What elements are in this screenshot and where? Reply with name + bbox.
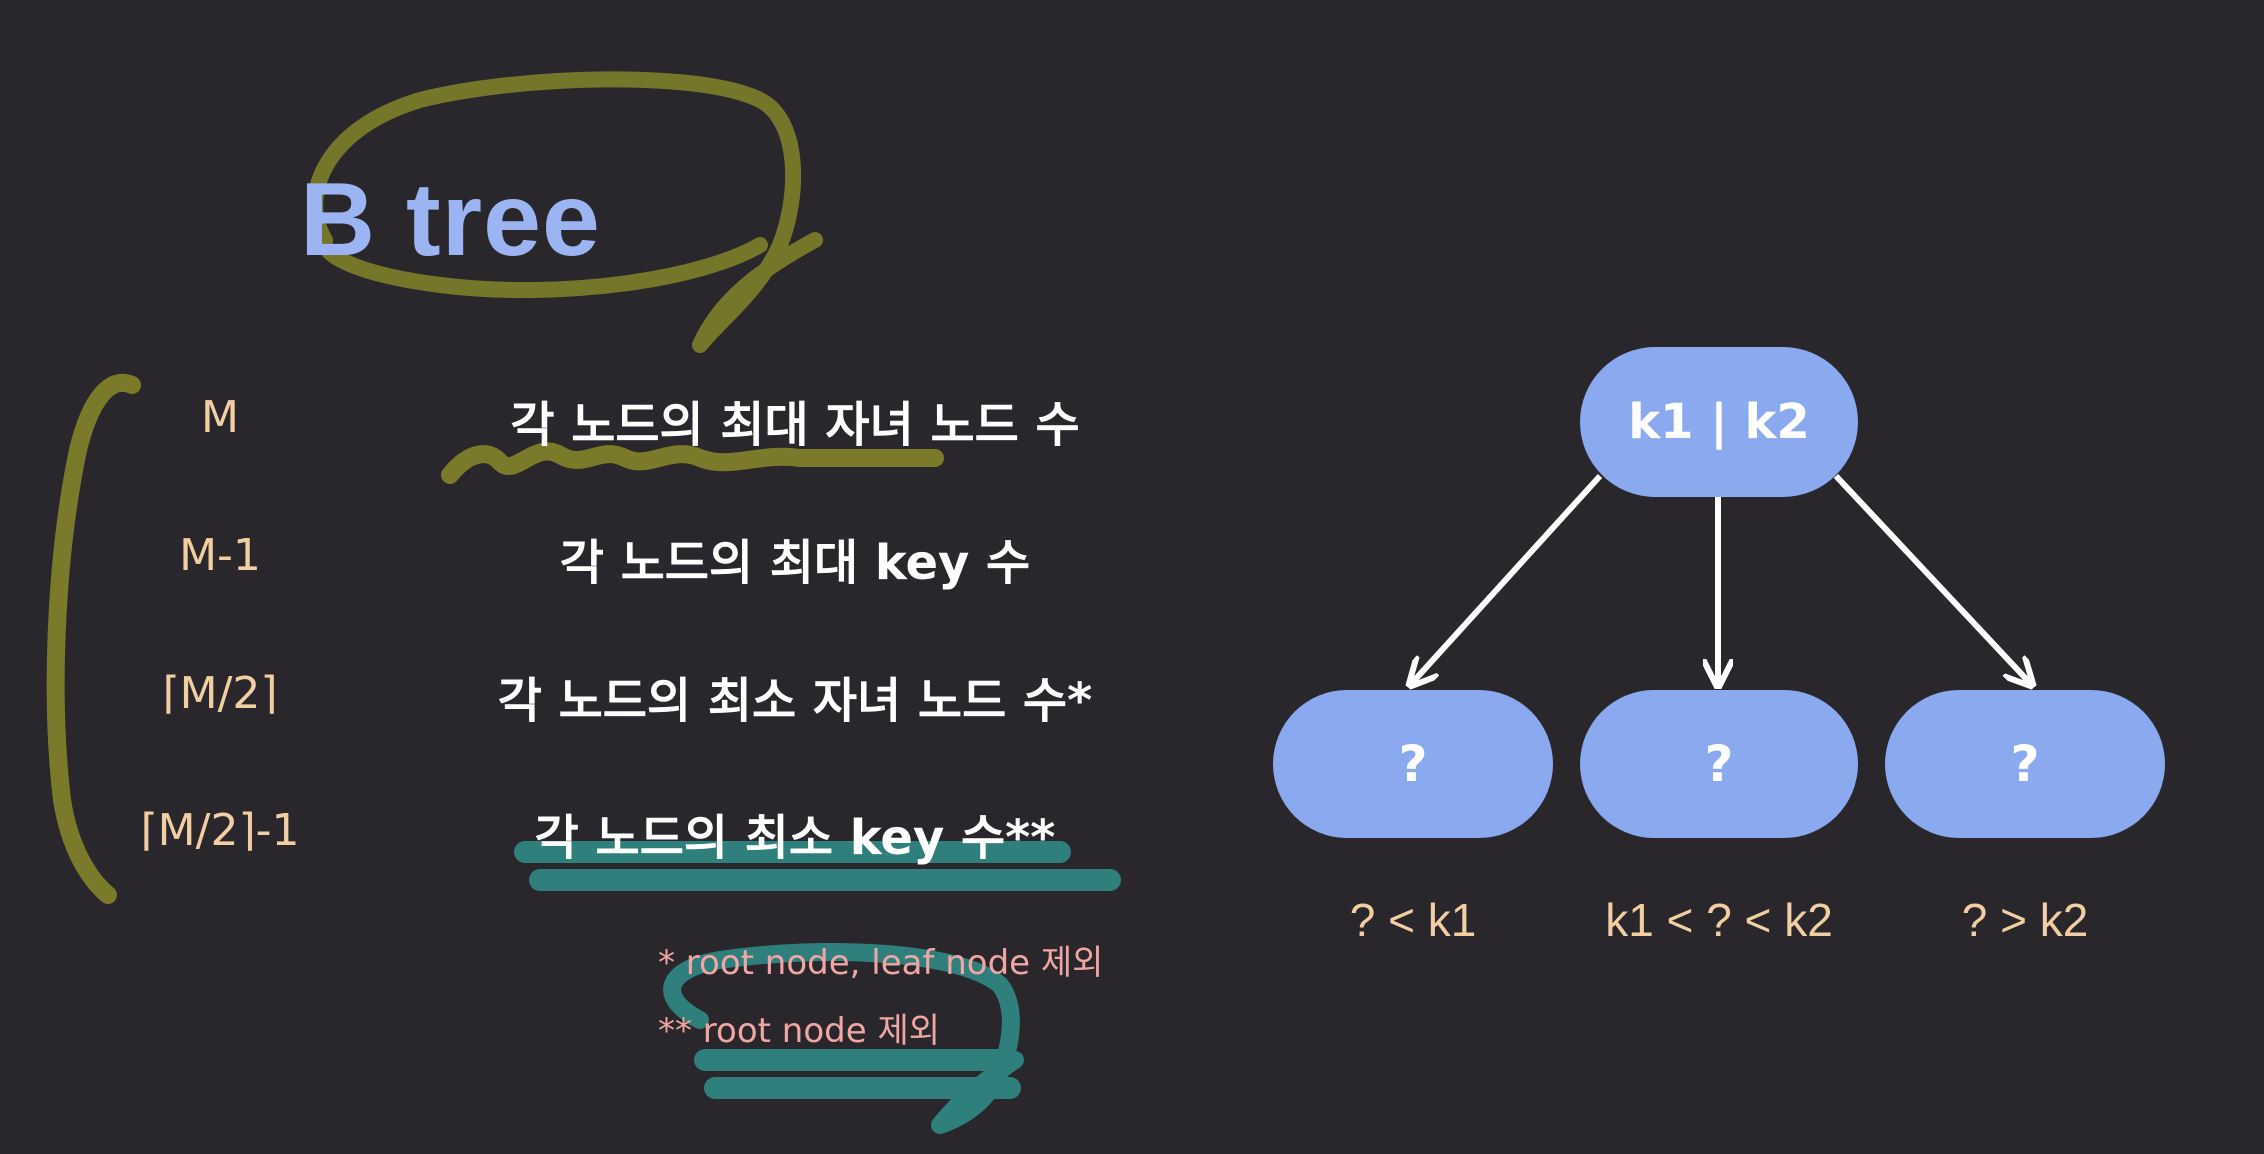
- footnote-2: ** root node 제외: [658, 1011, 940, 1051]
- olive-bracket-stroke: [46, 373, 141, 904]
- row-description-max-keys: 각 노드의 최대 key 수: [559, 535, 1031, 591]
- page-title: B tree: [300, 161, 601, 278]
- row-symbol-ceil-m-half: ⌈M/2⌉: [162, 668, 278, 719]
- arrow-right: [1833, 473, 2030, 683]
- tree-child-node-left: ?: [1273, 690, 1553, 838]
- olive-wavy-underline: [441, 442, 944, 484]
- arrow-left: [1412, 473, 1603, 683]
- olive-circle-stroke: [307, 71, 823, 353]
- condition-left: ? < k1: [1349, 894, 1477, 946]
- row-symbol-m: M: [201, 392, 239, 443]
- row-description-max-children: 각 노드의 최대 자녀 노드 수: [510, 397, 1080, 453]
- footnote-1: * root node, leaf node 제외: [658, 943, 1104, 983]
- row-symbol-ceil-m-half-minus-1: ⌈M/2⌉-1: [140, 805, 300, 856]
- row-description-min-keys: 각 노드의 최소 key 수**: [534, 810, 1056, 866]
- condition-right: ? > k2: [1961, 894, 2089, 946]
- tree-child-node-right: ?: [1885, 690, 2165, 838]
- row-symbol-m-minus-1: M-1: [179, 530, 261, 581]
- teal-loop-stroke: [663, 943, 1024, 1134]
- row-description-min-children: 각 노드의 최소 자녀 노드 수*: [497, 673, 1093, 729]
- tree-root-node: k1 | k2: [1580, 347, 1858, 497]
- tree-child-node-middle: ?: [1580, 690, 1858, 838]
- condition-middle: k1 < ? < k2: [1605, 894, 1833, 946]
